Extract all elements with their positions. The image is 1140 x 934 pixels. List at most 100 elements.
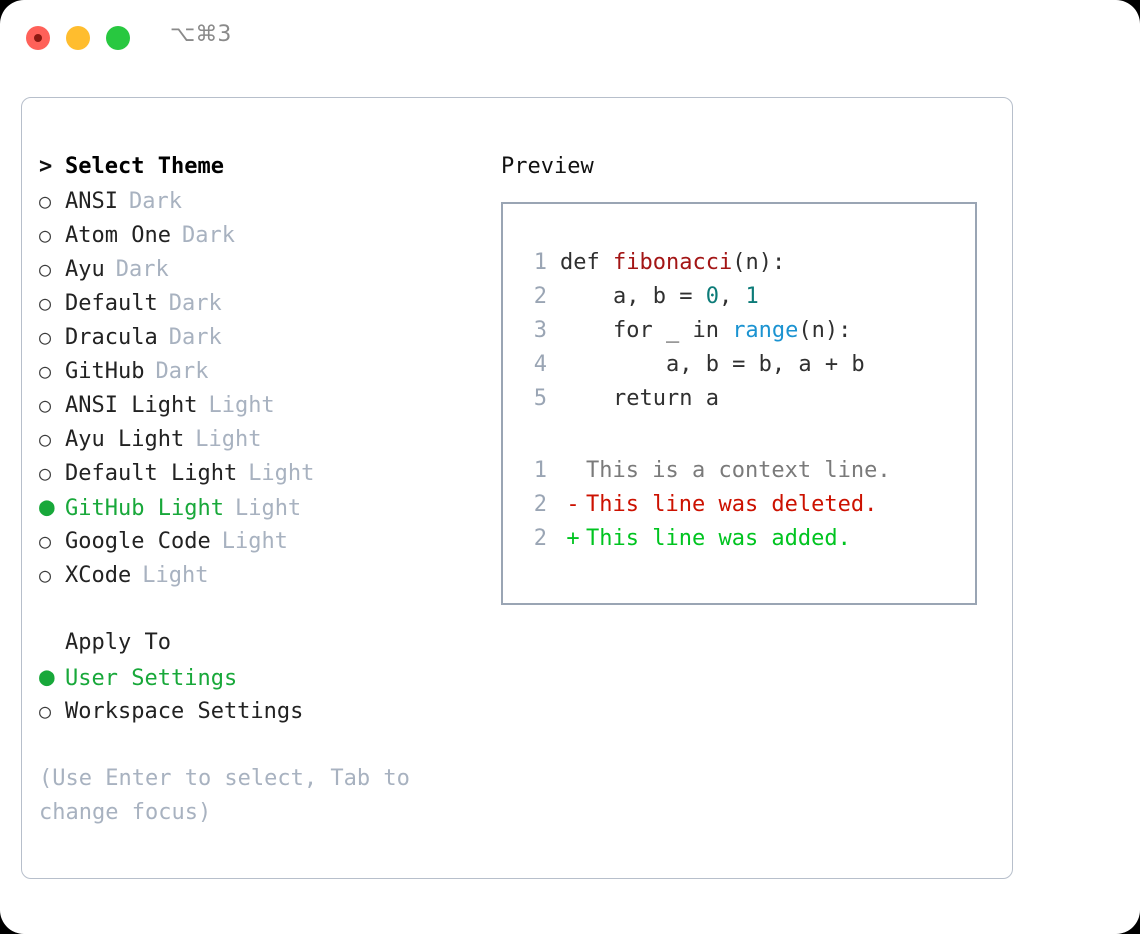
theme-variant-badge: Dark (128, 189, 182, 214)
title-bar: ⌥⌘3 (0, 0, 1140, 78)
code-token-plain: a, b = (560, 284, 706, 309)
diff-line-text: This line was deleted. (586, 492, 878, 517)
theme-list-item[interactable]: ○ Google Code Light (39, 524, 479, 558)
diff-line: 2-This line was deleted. (521, 488, 891, 522)
diff-line-number: 2 (533, 526, 547, 551)
caret-icon: > (39, 154, 53, 179)
preview-column: Preview 1 def fibonacci(n): 2 a, b = 0, 1 3… (501, 150, 991, 605)
code-line-text: for _ in range(n): (560, 314, 851, 348)
code-token-plain: (n): (798, 318, 852, 343)
theme-variant-badge: Dark (155, 359, 209, 384)
radio-unselected-icon[interactable]: ○ (39, 461, 52, 485)
diff-sign (560, 454, 586, 488)
diff-line: 2 +This line was added. (521, 522, 891, 556)
code-line: 1 def fibonacci(n): (521, 246, 865, 280)
code-line-number: 2 (533, 284, 547, 309)
apply-to-heading-spacer: ○ (39, 626, 65, 660)
radio-unselected-icon[interactable]: ○ (39, 529, 52, 553)
diff-sample: 1 This is a context line. 2-This line was … (521, 454, 891, 556)
theme-list-item[interactable]: ○ ANSI Dark (39, 184, 479, 218)
code-token-plain: def (560, 250, 613, 275)
theme-variant-badge: Light (234, 496, 302, 521)
theme-list-item[interactable]: ○ Default Dark (39, 286, 479, 320)
code-line-number: 1 (533, 250, 547, 275)
diff-line-text: This line was added. (586, 526, 851, 551)
radio-selected-icon[interactable]: ● (39, 492, 55, 522)
diff-sign: - (566, 492, 580, 517)
preview-title: Preview (501, 154, 594, 179)
code-token-plain: (n): (732, 250, 786, 275)
radio-unselected-icon[interactable]: ○ (39, 325, 52, 349)
code-token-call: range (732, 318, 799, 343)
code-line-number: 5 (533, 386, 547, 411)
code-token-num: 0 (705, 284, 719, 309)
diff-line: 1 This is a context line. (521, 454, 891, 488)
keyboard-shortcut-label: ⌥⌘3 (170, 22, 232, 47)
close-button-inner-dot (34, 34, 42, 42)
theme-variant-badge: Dark (168, 291, 222, 316)
diff-line-number: 2 (533, 492, 547, 517)
theme-name-label: Default Light (65, 461, 238, 486)
theme-name-label: Default (65, 291, 158, 316)
diff-sign: + (566, 526, 580, 551)
radio-unselected-icon[interactable]: ○ (39, 699, 52, 723)
radio-selected-icon[interactable]: ● (39, 662, 55, 692)
theme-variant-badge: Light (142, 563, 209, 588)
code-line-number: 3 (533, 318, 547, 343)
code-sample: 1 def fibonacci(n): 2 a, b = 0, 1 3 for _ i… (521, 246, 865, 416)
theme-name-label: ANSI (65, 189, 118, 214)
code-token-plain: for _ in (560, 318, 733, 343)
theme-name-label: Ayu (65, 257, 105, 282)
theme-picker-heading-label: Select Theme (65, 154, 224, 179)
zoom-button-icon[interactable] (106, 26, 130, 50)
theme-name-label: Atom One (65, 223, 171, 248)
theme-list-item[interactable]: ○ Ayu Dark (39, 252, 479, 286)
radio-unselected-icon[interactable]: ○ (39, 223, 52, 247)
radio-unselected-icon[interactable]: ○ (39, 257, 52, 281)
theme-name-label: GitHub Light (65, 496, 224, 521)
theme-list-item[interactable]: ○ ANSI Light Light (39, 388, 479, 422)
diff-line-number: 1 (533, 458, 547, 483)
code-line-text: a, b = 0, 1 (560, 280, 759, 314)
radio-unselected-icon[interactable]: ○ (39, 359, 52, 383)
preview-panel: 1 def fibonacci(n): 2 a, b = 0, 1 3 for _ i… (501, 202, 977, 605)
theme-list-item[interactable]: ○ XCode Light (39, 558, 479, 592)
theme-variant-badge: Light (221, 529, 288, 554)
theme-variant-badge: Light (208, 393, 275, 418)
diff-line-text: This is a context line. (586, 458, 891, 483)
code-token-plain: a, b = b, a + b (560, 352, 865, 377)
theme-name-label: Ayu Light (65, 427, 185, 452)
theme-name-label: ANSI Light (65, 393, 198, 418)
apply-to-heading: ○ Apply To (39, 626, 479, 660)
apply-to-item[interactable]: ○ Workspace Settings (39, 694, 479, 728)
radio-unselected-icon[interactable]: ○ (39, 427, 52, 451)
theme-list-item[interactable]: ● GitHub Light Light (39, 490, 479, 524)
code-line-text: def fibonacci(n): (560, 246, 785, 280)
theme-name-label: Google Code (65, 529, 211, 554)
radio-unselected-icon[interactable]: ○ (39, 291, 52, 315)
radio-unselected-icon[interactable]: ○ (39, 189, 52, 213)
close-button-icon[interactable] (26, 26, 50, 50)
radio-unselected-icon[interactable]: ○ (39, 563, 52, 587)
radio-unselected-icon[interactable]: ○ (39, 393, 52, 417)
help-text: (Use Enter to select, Tab to change focu… (39, 766, 410, 825)
code-token-plain: , (718, 284, 746, 309)
code-line-text: a, b = b, a + b (560, 348, 865, 382)
apply-to-item[interactable]: ● User Settings (39, 660, 479, 694)
apply-to-label: Workspace Settings (65, 699, 304, 724)
code-line-text: return a (560, 382, 719, 416)
code-token-plain: return a (560, 386, 719, 411)
theme-picker-heading: > Select Theme (39, 150, 479, 184)
minimize-button-icon[interactable] (66, 26, 90, 50)
theme-name-label: XCode (65, 563, 132, 588)
apply-to-label: User Settings (65, 666, 238, 691)
theme-variant-badge: Dark (168, 325, 222, 350)
theme-variant-badge: Dark (115, 257, 169, 282)
